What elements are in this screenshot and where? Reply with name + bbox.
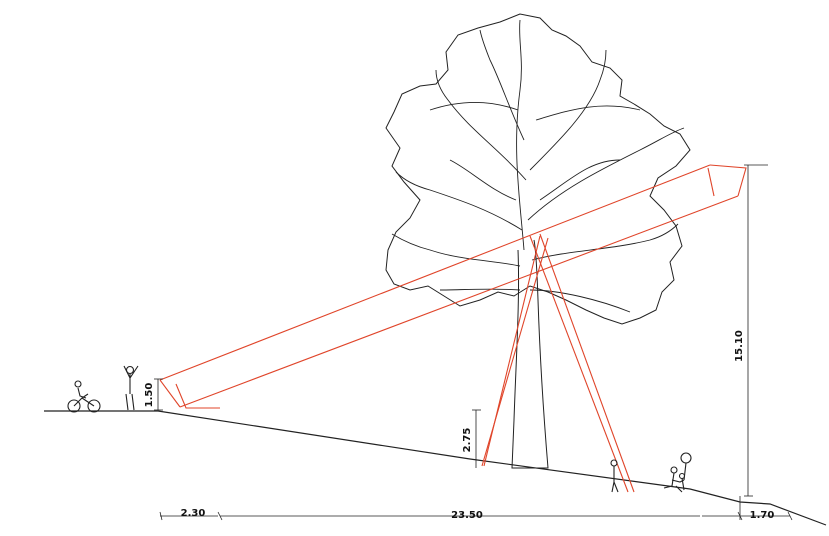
- dimension-lines: [154, 164, 793, 521]
- brace-right-leg-inner: [539, 233, 635, 493]
- brace-right-leg: [529, 235, 629, 493]
- walkway-left-landing: [175, 383, 220, 409]
- walkway-left-end: [159, 379, 181, 408]
- brace-left-leg-inner: [483, 235, 541, 467]
- dim-right-offset: 1.70: [750, 510, 775, 521]
- cyclist-figure: [67, 380, 101, 413]
- tree-trunk: [511, 239, 549, 469]
- dim-platform-height: 1.50: [144, 383, 155, 408]
- dim-left-offset: 2.30: [181, 508, 206, 519]
- walkway-bottom-edge: [179, 195, 739, 408]
- standing-person-figure: [123, 365, 139, 411]
- walkway-right-end: [709, 164, 747, 197]
- walking-person-figure: [610, 459, 619, 493]
- walkway-top-edge: [159, 164, 711, 381]
- dim-clearance-height: 2.75: [462, 428, 473, 453]
- inclined-walkway: [159, 164, 747, 493]
- tree-canopy: [385, 13, 691, 325]
- tree: [385, 13, 691, 469]
- dim-structure-height: 15.10: [734, 330, 745, 362]
- dim-span-length: 23.50: [451, 510, 483, 521]
- ground-line: [44, 410, 827, 526]
- adult-with-child-figure: [663, 452, 692, 493]
- walkway-right-cap: [707, 167, 715, 197]
- tree-branches: [391, 19, 685, 313]
